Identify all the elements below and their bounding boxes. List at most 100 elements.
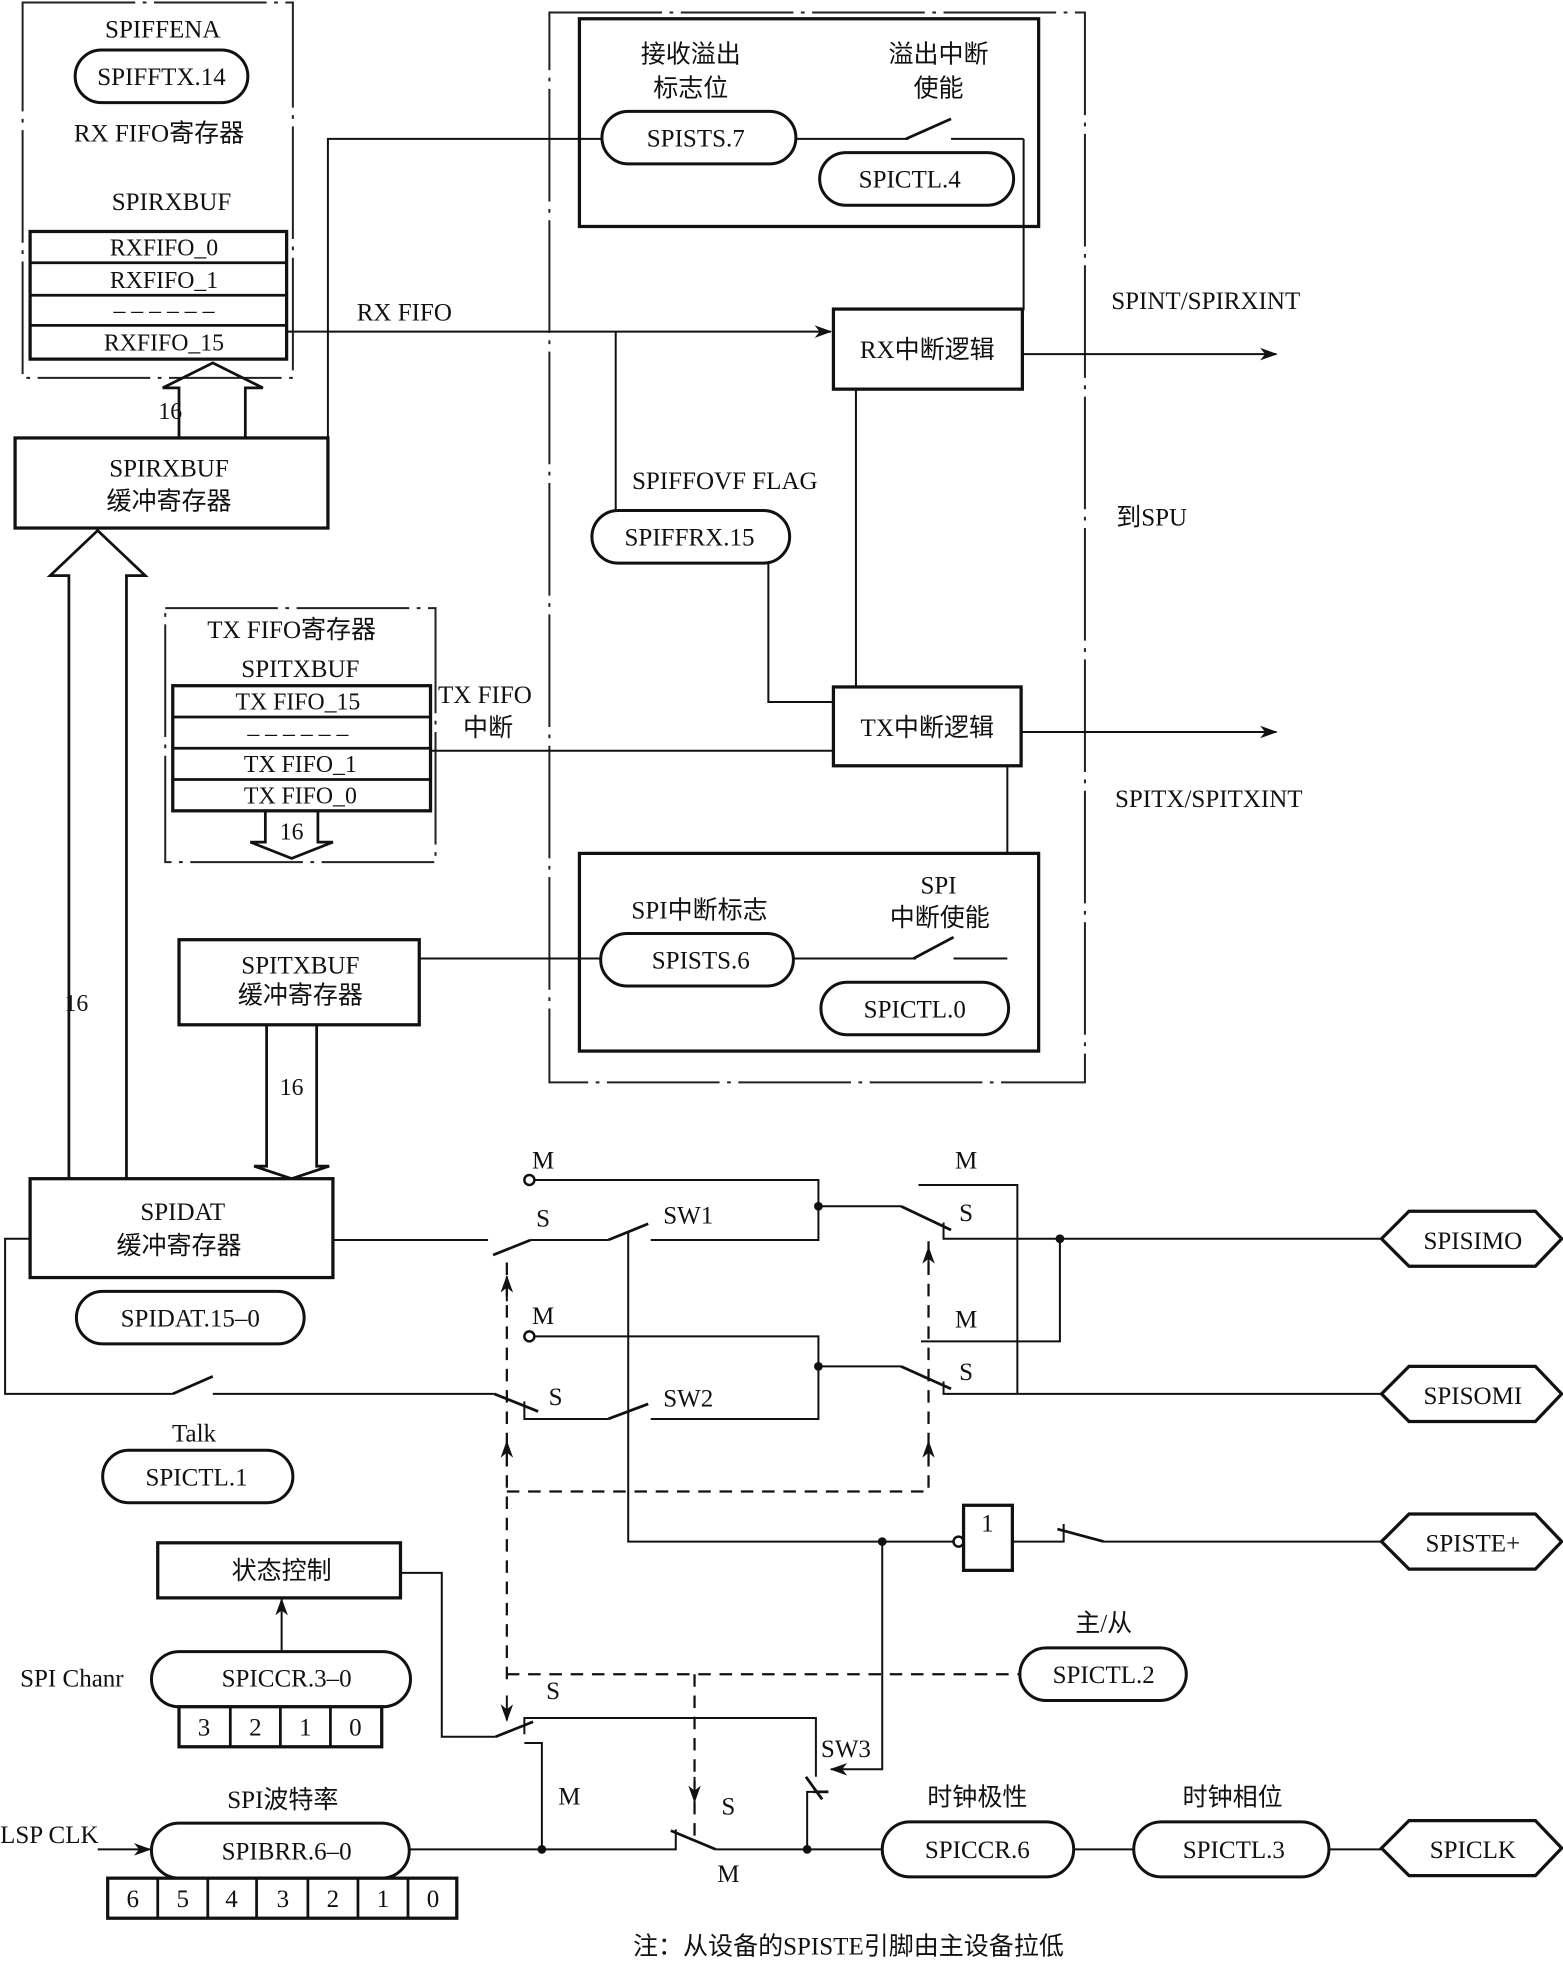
- spiste-pin-label: SPISTE+: [1425, 1531, 1520, 1558]
- tx-fifo-row: – – – – – –: [246, 721, 349, 747]
- switch-m-label: M: [955, 1307, 977, 1334]
- tx-fifo-group-border: [164, 607, 437, 864]
- spiccr6-register-label: SPICCR.6: [925, 1837, 1030, 1864]
- state-control-label: 状态控制: [232, 1557, 332, 1585]
- char-bit: 1: [299, 1715, 312, 1742]
- spirxbuf-label: SPIRXBUF: [112, 189, 232, 216]
- switch-s-label: S: [959, 1359, 973, 1386]
- rx-interrupt-logic[interactable]: RX中断逻辑: [831, 307, 1024, 391]
- tx-interrupt-output-label: SPITX/SPITXINT: [1115, 786, 1303, 813]
- baud-bits: 6 5 4 3 2 1 0: [106, 1876, 459, 1920]
- rx-fifo-group: SPIFFENA SPIFFTX.14 RX FIFO寄存器 SPIRXBUF …: [21, 1, 294, 379]
- spitxbuf-buffer-line2: 缓冲寄存器: [238, 982, 363, 1010]
- interrupt-logic-group-border: [548, 11, 1086, 1084]
- sw1-group: M S SW1 M S: [492, 1148, 1382, 1394]
- spictl3-register-label: SPICTL.3: [1183, 1837, 1285, 1864]
- tx-fifo-row: TX FIFO_1: [244, 752, 357, 778]
- overflow-enable-label-2: 使能: [914, 74, 964, 102]
- spiffovf-flag-label: SPIFFOVF FLAG: [632, 468, 818, 495]
- rx-fifo-line-label: RX FIFO: [357, 299, 452, 326]
- overflow-interrupt-group: 接收溢出 标志位 溢出中断 使能 SPISTS.7 SPICTL.4: [577, 17, 1041, 311]
- rx-bus-arrow: 16: [46, 528, 149, 1179]
- sw1-label: SW1: [663, 1203, 713, 1230]
- rx-fifo-bus-width: 16: [158, 399, 182, 425]
- spiffrx15-register[interactable]: [590, 509, 792, 565]
- spisimo-pin-label: SPISIMO: [1423, 1228, 1522, 1255]
- spiffrx15-register-label: SPIFFRX.15: [625, 525, 755, 552]
- spi-char-label: SPI Chanr: [20, 1666, 124, 1693]
- spitxbuf-buffer[interactable]: SPITXBUF 缓冲寄存器: [177, 938, 421, 1027]
- spists6-register-label: SPISTS.6: [652, 947, 750, 974]
- spisomi-pin-label: SPISOMI: [1423, 1383, 1522, 1410]
- tx-fifo-group: TX FIFO寄存器 SPITXBUF TX FIFO_15 – – – – –…: [164, 607, 437, 864]
- switch-m-label: M: [955, 1148, 977, 1175]
- overflow-enable-label-1: 溢出中断: [889, 41, 989, 69]
- talk-label: Talk: [172, 1420, 217, 1447]
- spists6-register[interactable]: [599, 931, 795, 988]
- sw3-label: SW3: [821, 1736, 871, 1763]
- overflow-flag-label-1: 接收溢出: [641, 41, 741, 69]
- spidat-register[interactable]: [74, 1289, 306, 1346]
- clock-master-slave-switch: [495, 1720, 534, 1739]
- spisimo-pin[interactable]: SPISIMO: [1379, 1209, 1563, 1268]
- spists7-register[interactable]: [600, 109, 798, 166]
- spiccr-char-register-label: SPICCR.3–0: [222, 1666, 352, 1693]
- spists7-register-label: SPISTS.7: [647, 125, 745, 152]
- clock-phase-label: 时钟相位: [1183, 1784, 1283, 1812]
- tx-interrupt-logic-label: TX中断逻辑: [861, 714, 994, 742]
- tx-bus-arrow: 16: [253, 1024, 330, 1181]
- baud-bit: 3: [277, 1886, 290, 1913]
- rx-bus-width: 16: [65, 991, 89, 1017]
- spiste-pin[interactable]: SPISTE+: [1379, 1512, 1563, 1571]
- spidat-register-label: SPIDAT.15–0: [121, 1305, 260, 1332]
- overflow-enable-switch: [905, 117, 952, 141]
- sw3-switch: [804, 1776, 824, 1801]
- spictl0-register-label: SPICTL.0: [864, 996, 966, 1023]
- spi-int-enable-label-2: 中断使能: [890, 904, 990, 932]
- spifftx14-register[interactable]: [73, 48, 250, 105]
- spifftx14-register-label: SPIFFTX.14: [97, 64, 226, 91]
- clock-polarity-label: 时钟极性: [927, 1784, 1027, 1812]
- spictl0-register[interactable]: [819, 980, 1011, 1037]
- tx-bus-width: 16: [280, 1075, 304, 1101]
- sw2-label: SW2: [663, 1385, 713, 1412]
- switch-s-label: S: [536, 1205, 550, 1232]
- switch-s-label: S: [546, 1678, 560, 1705]
- spiclk-pin-label: SPICLK: [1430, 1837, 1516, 1864]
- master-slave-label: 主/从: [1075, 1610, 1132, 1638]
- state-control[interactable]: 状态控制: [156, 1541, 403, 1600]
- spictl1-register[interactable]: [101, 1448, 295, 1505]
- baud-bit: 2: [327, 1886, 340, 1913]
- spi-int-flag-label: SPI中断标志: [631, 896, 767, 924]
- baud-bit: 4: [225, 1886, 238, 1913]
- char-length-bits: 3 2 1 0: [177, 1705, 384, 1749]
- tx-fifo-row: TX FIFO_15: [235, 689, 360, 715]
- tx-fifo-int-label-1: TX FIFO: [438, 682, 532, 709]
- rx-fifo-row: – – – – – –: [112, 298, 215, 324]
- baud-bit: 5: [177, 1886, 190, 1913]
- rx-fifo-row: RXFIFO_0: [110, 235, 218, 261]
- spiclk-pin[interactable]: SPICLK: [1379, 1818, 1563, 1878]
- spidat-buffer-line1: SPIDAT: [140, 1199, 225, 1226]
- spidat-buffer[interactable]: SPIDAT 缓冲寄存器: [28, 1177, 335, 1280]
- tx-interrupt-logic[interactable]: TX中断逻辑: [831, 685, 1023, 768]
- spictl4-register-label: SPICTL.4: [859, 167, 962, 194]
- rx-interrupt-output-label: SPINT/SPIRXINT: [1111, 288, 1300, 315]
- rx-fifo-row: RXFIFO_1: [110, 268, 218, 294]
- spirxbuf-buffer[interactable]: SPIRXBUF 缓冲寄存器: [13, 436, 330, 530]
- spisomi-pin[interactable]: SPISOMI: [1379, 1364, 1563, 1424]
- sw1-switch: [607, 1222, 649, 1242]
- baud-bit: 0: [427, 1886, 440, 1913]
- rx-fifo-title: RX FIFO寄存器: [74, 119, 244, 147]
- spictl2-register[interactable]: [1018, 1646, 1188, 1702]
- baud-label: SPI波特率: [227, 1786, 338, 1814]
- spictl4-register[interactable]: [818, 151, 1016, 207]
- spiffena-label: SPIFFENA: [105, 17, 220, 44]
- switch-s-label: S: [959, 1200, 973, 1227]
- rx-interrupt-logic-label: RX中断逻辑: [860, 336, 995, 364]
- master-slave-switch-2: [493, 1392, 539, 1413]
- switch-m-label: M: [558, 1783, 580, 1810]
- tx-fifo-row: TX FIFO_0: [244, 783, 357, 809]
- spirxbuf-buffer-line1: SPIRXBUF: [109, 456, 229, 483]
